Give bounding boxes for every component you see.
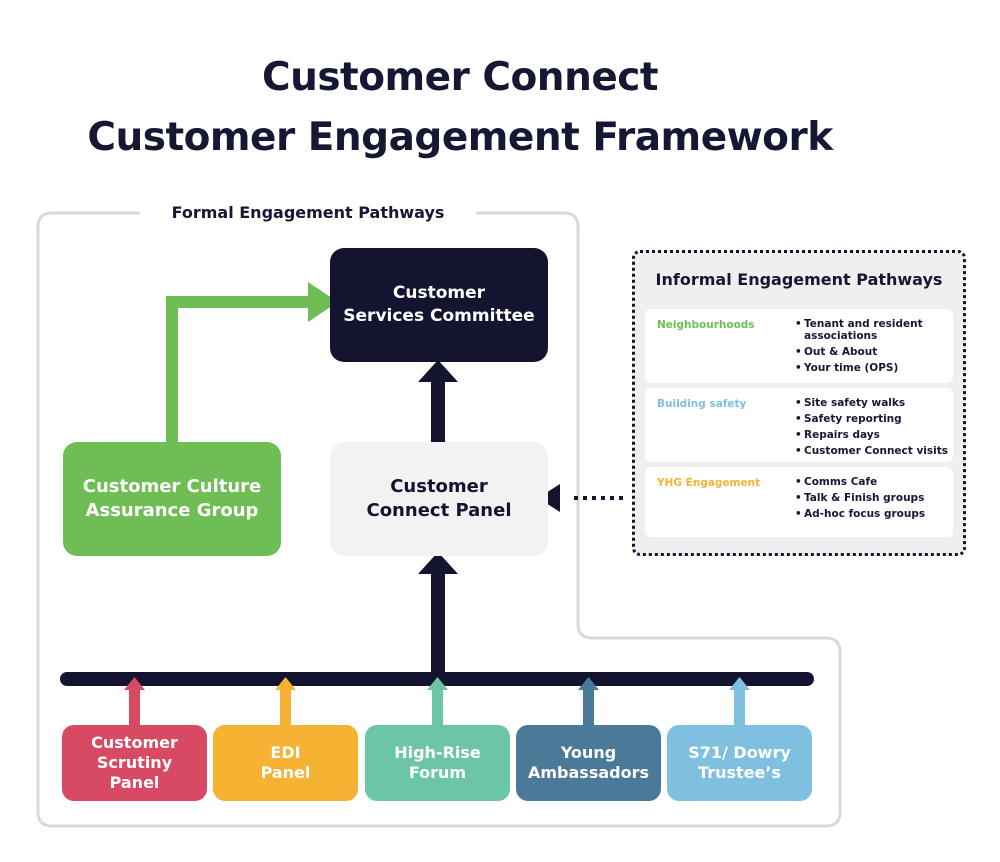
- group-1-line-3: Panel: [109, 773, 160, 792]
- connect-panel-label-line-1: Customer: [390, 476, 488, 497]
- group-box-edi-panel: EDI Panel: [213, 725, 358, 801]
- panel-to-committee-shaft: [431, 376, 445, 442]
- group-4-line-1: Young: [560, 743, 617, 762]
- customer-culture-assurance-group-box: Customer Culture Assurance Group: [63, 442, 281, 556]
- informal-to-panel-arrowhead: [538, 484, 560, 512]
- group-1-line-1: Customer: [91, 733, 178, 752]
- group-5-line-1: S71/ Dowry: [688, 743, 791, 762]
- culture-to-committee-line: [166, 296, 318, 442]
- group-arrow-3: [427, 677, 448, 726]
- group-1-line-2: Scrutiny: [96, 753, 173, 772]
- informal-card-yhg-engagement: YHG Engagement Comms Cafe Talk & Finish …: [645, 467, 953, 537]
- committee-label-line-1: Customer: [392, 283, 486, 303]
- formal-pathways-label: Formal Engagement Pathways: [140, 202, 476, 224]
- customer-connect-panel-box: Customer Connect Panel: [330, 442, 548, 556]
- informal-pathways-panel: Informal Engagement Pathways Neighbourho…: [632, 250, 966, 556]
- page-title-line-2: Customer Engagement Framework: [87, 115, 833, 160]
- group-box-young-ambassadors: Young Ambassadors: [516, 725, 661, 801]
- informal-list-item: Repairs days: [795, 429, 951, 441]
- group-2-line-2: Panel: [260, 763, 311, 782]
- group-arrow-2: [275, 677, 296, 726]
- bar-to-panel-shaft: [431, 568, 445, 678]
- informal-card-building-safety: Building safety Site safety walks Safety…: [645, 388, 953, 462]
- group-3-line-2: Forum: [408, 763, 467, 782]
- panel-to-committee-arrowhead: [418, 360, 458, 382]
- connect-panel-label-line-2: Connect Panel: [366, 500, 512, 521]
- culture-group-label-line-2: Assurance Group: [85, 500, 259, 521]
- informal-list-item: Customer Connect visits: [795, 445, 951, 457]
- informal-card-neighbourhoods: Neighbourhoods Tenant and resident assoc…: [645, 309, 953, 383]
- informal-list-item: Comms Cafe: [795, 476, 951, 488]
- culture-to-committee-arrowhead: [308, 282, 338, 322]
- informal-card-label: Neighbourhoods: [657, 319, 755, 331]
- informal-list-item: Out & About: [795, 346, 951, 358]
- informal-pathways-title: Informal Engagement Pathways: [655, 270, 943, 289]
- informal-list-item: Talk & Finish groups: [795, 492, 951, 504]
- page-title-line-1: Customer Connect: [261, 55, 659, 100]
- informal-list-item: Ad-hoc focus groups: [795, 508, 951, 520]
- group-box-s71-dowry-trustees: S71/ Dowry Trustee’s: [667, 725, 812, 801]
- group-arrow-5: [729, 677, 750, 726]
- informal-list-item: Site safety walks: [795, 397, 951, 409]
- customer-services-committee-box: Customer Services Committee: [330, 248, 548, 362]
- group-arrow-4: [578, 677, 599, 726]
- informal-card-items: Tenant and resident associations Out & A…: [795, 318, 951, 378]
- informal-card-items: Site safety walks Safety reporting Repai…: [795, 397, 951, 461]
- informal-card-items: Comms Cafe Talk & Finish groups Ad-hoc f…: [795, 476, 951, 524]
- group-box-customer-scrutiny-panel: Customer Scrutiny Panel: [62, 725, 207, 801]
- informal-list-item: Tenant and resident associations: [795, 318, 951, 342]
- culture-group-label-line-1: Customer Culture: [82, 476, 262, 497]
- informal-card-label: Building safety: [657, 398, 747, 410]
- formal-pathways-frame: [36, 211, 842, 828]
- group-4-line-2: Ambassadors: [527, 763, 649, 782]
- bar-to-panel-arrowhead: [418, 552, 458, 574]
- group-arrow-1: [124, 677, 145, 726]
- informal-card-label: YHG Engagement: [657, 477, 761, 489]
- committee-label-line-2: Services Committee: [343, 306, 535, 326]
- informal-list-item: Safety reporting: [795, 413, 951, 425]
- informal-list-item: Your time (OPS): [795, 362, 951, 374]
- group-box-high-rise-forum: High-Rise Forum: [365, 725, 510, 801]
- group-2-line-1: EDI: [270, 743, 301, 762]
- group-3-line-1: High-Rise: [394, 743, 481, 762]
- group-5-line-2: Trustee’s: [698, 763, 781, 782]
